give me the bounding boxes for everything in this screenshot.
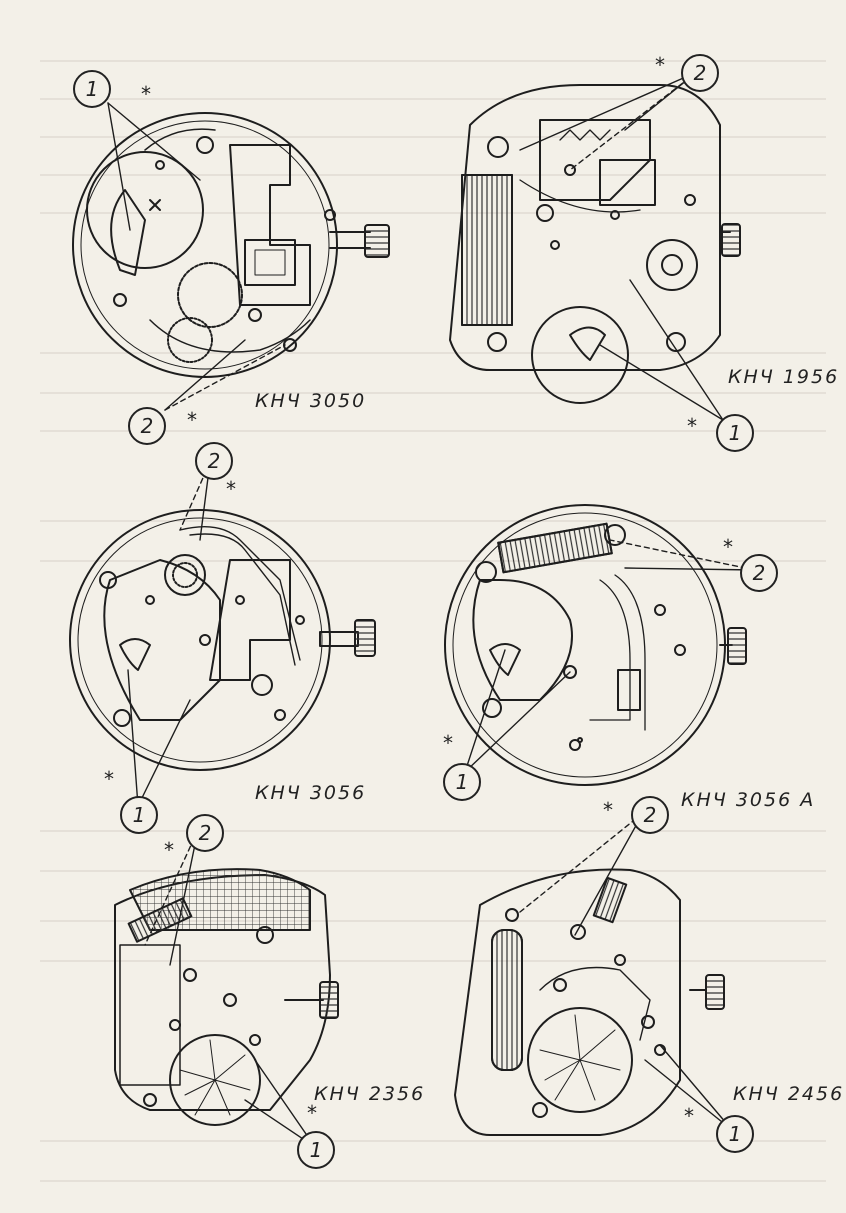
caption-knch-3056a: КНЧ 3056 А — [681, 789, 816, 811]
callout-1: 1 — [120, 796, 158, 834]
bleed-line — [40, 136, 826, 138]
callout-1: 1 — [73, 70, 111, 108]
asterisk-mark: * — [164, 838, 174, 862]
movement-knch-3050 — [72, 112, 390, 378]
bleed-line — [40, 212, 826, 214]
callout-2: 2 — [186, 814, 224, 852]
bleed-line — [40, 60, 826, 62]
movement-knch-3056a — [444, 504, 747, 786]
movement-knch-2456 — [454, 868, 725, 1136]
callout-1: 1 — [297, 1131, 335, 1169]
bleed-line — [40, 960, 826, 962]
caption-knch-3050: КНЧ 3050 — [255, 390, 367, 412]
movement-knch-3056 — [69, 509, 376, 771]
callout-2: 2 — [740, 554, 778, 592]
bleed-line — [40, 830, 826, 832]
asterisk-mark: * — [141, 82, 151, 106]
bleed-line — [40, 520, 826, 522]
bleed-line — [40, 870, 826, 872]
caption-knch-3056: КНЧ 3056 — [255, 782, 367, 804]
asterisk-mark: * — [603, 798, 613, 822]
asterisk-mark: * — [687, 414, 697, 438]
callout-2: 2 — [681, 54, 719, 92]
bleed-line — [40, 98, 826, 100]
caption-knch-1956: КНЧ 1956 — [728, 366, 840, 388]
bleed-line — [40, 392, 826, 394]
callout-2: 2 — [631, 796, 669, 834]
bleed-line — [40, 1140, 826, 1142]
callout-2: 2 — [128, 407, 166, 445]
leader-lines — [107, 71, 756, 1148]
asterisk-mark: * — [684, 1104, 694, 1128]
bleed-line — [40, 560, 826, 562]
bleed-line — [40, 430, 826, 432]
callout-1: 1 — [716, 414, 754, 452]
callout-2: 2 — [195, 442, 233, 480]
movement-knch-2356 — [114, 868, 339, 1126]
asterisk-mark: * — [655, 53, 665, 77]
bleed-line — [40, 352, 826, 354]
caption-knch-2356: КНЧ 2356 — [314, 1083, 426, 1105]
asterisk-mark: * — [443, 731, 453, 755]
asterisk-mark: * — [226, 477, 236, 501]
bleed-line — [40, 174, 826, 176]
callout-1: 1 — [443, 763, 481, 801]
movement-knch-1956 — [449, 84, 741, 404]
asterisk-mark: * — [104, 767, 114, 791]
asterisk-mark: * — [307, 1101, 317, 1125]
bleed-line — [40, 920, 826, 922]
caption-knch-2456: КНЧ 2456 — [733, 1083, 845, 1105]
callout-1: 1 — [716, 1115, 754, 1153]
asterisk-mark: * — [187, 408, 197, 432]
bleed-line — [40, 1180, 826, 1182]
asterisk-mark: * — [723, 535, 733, 559]
